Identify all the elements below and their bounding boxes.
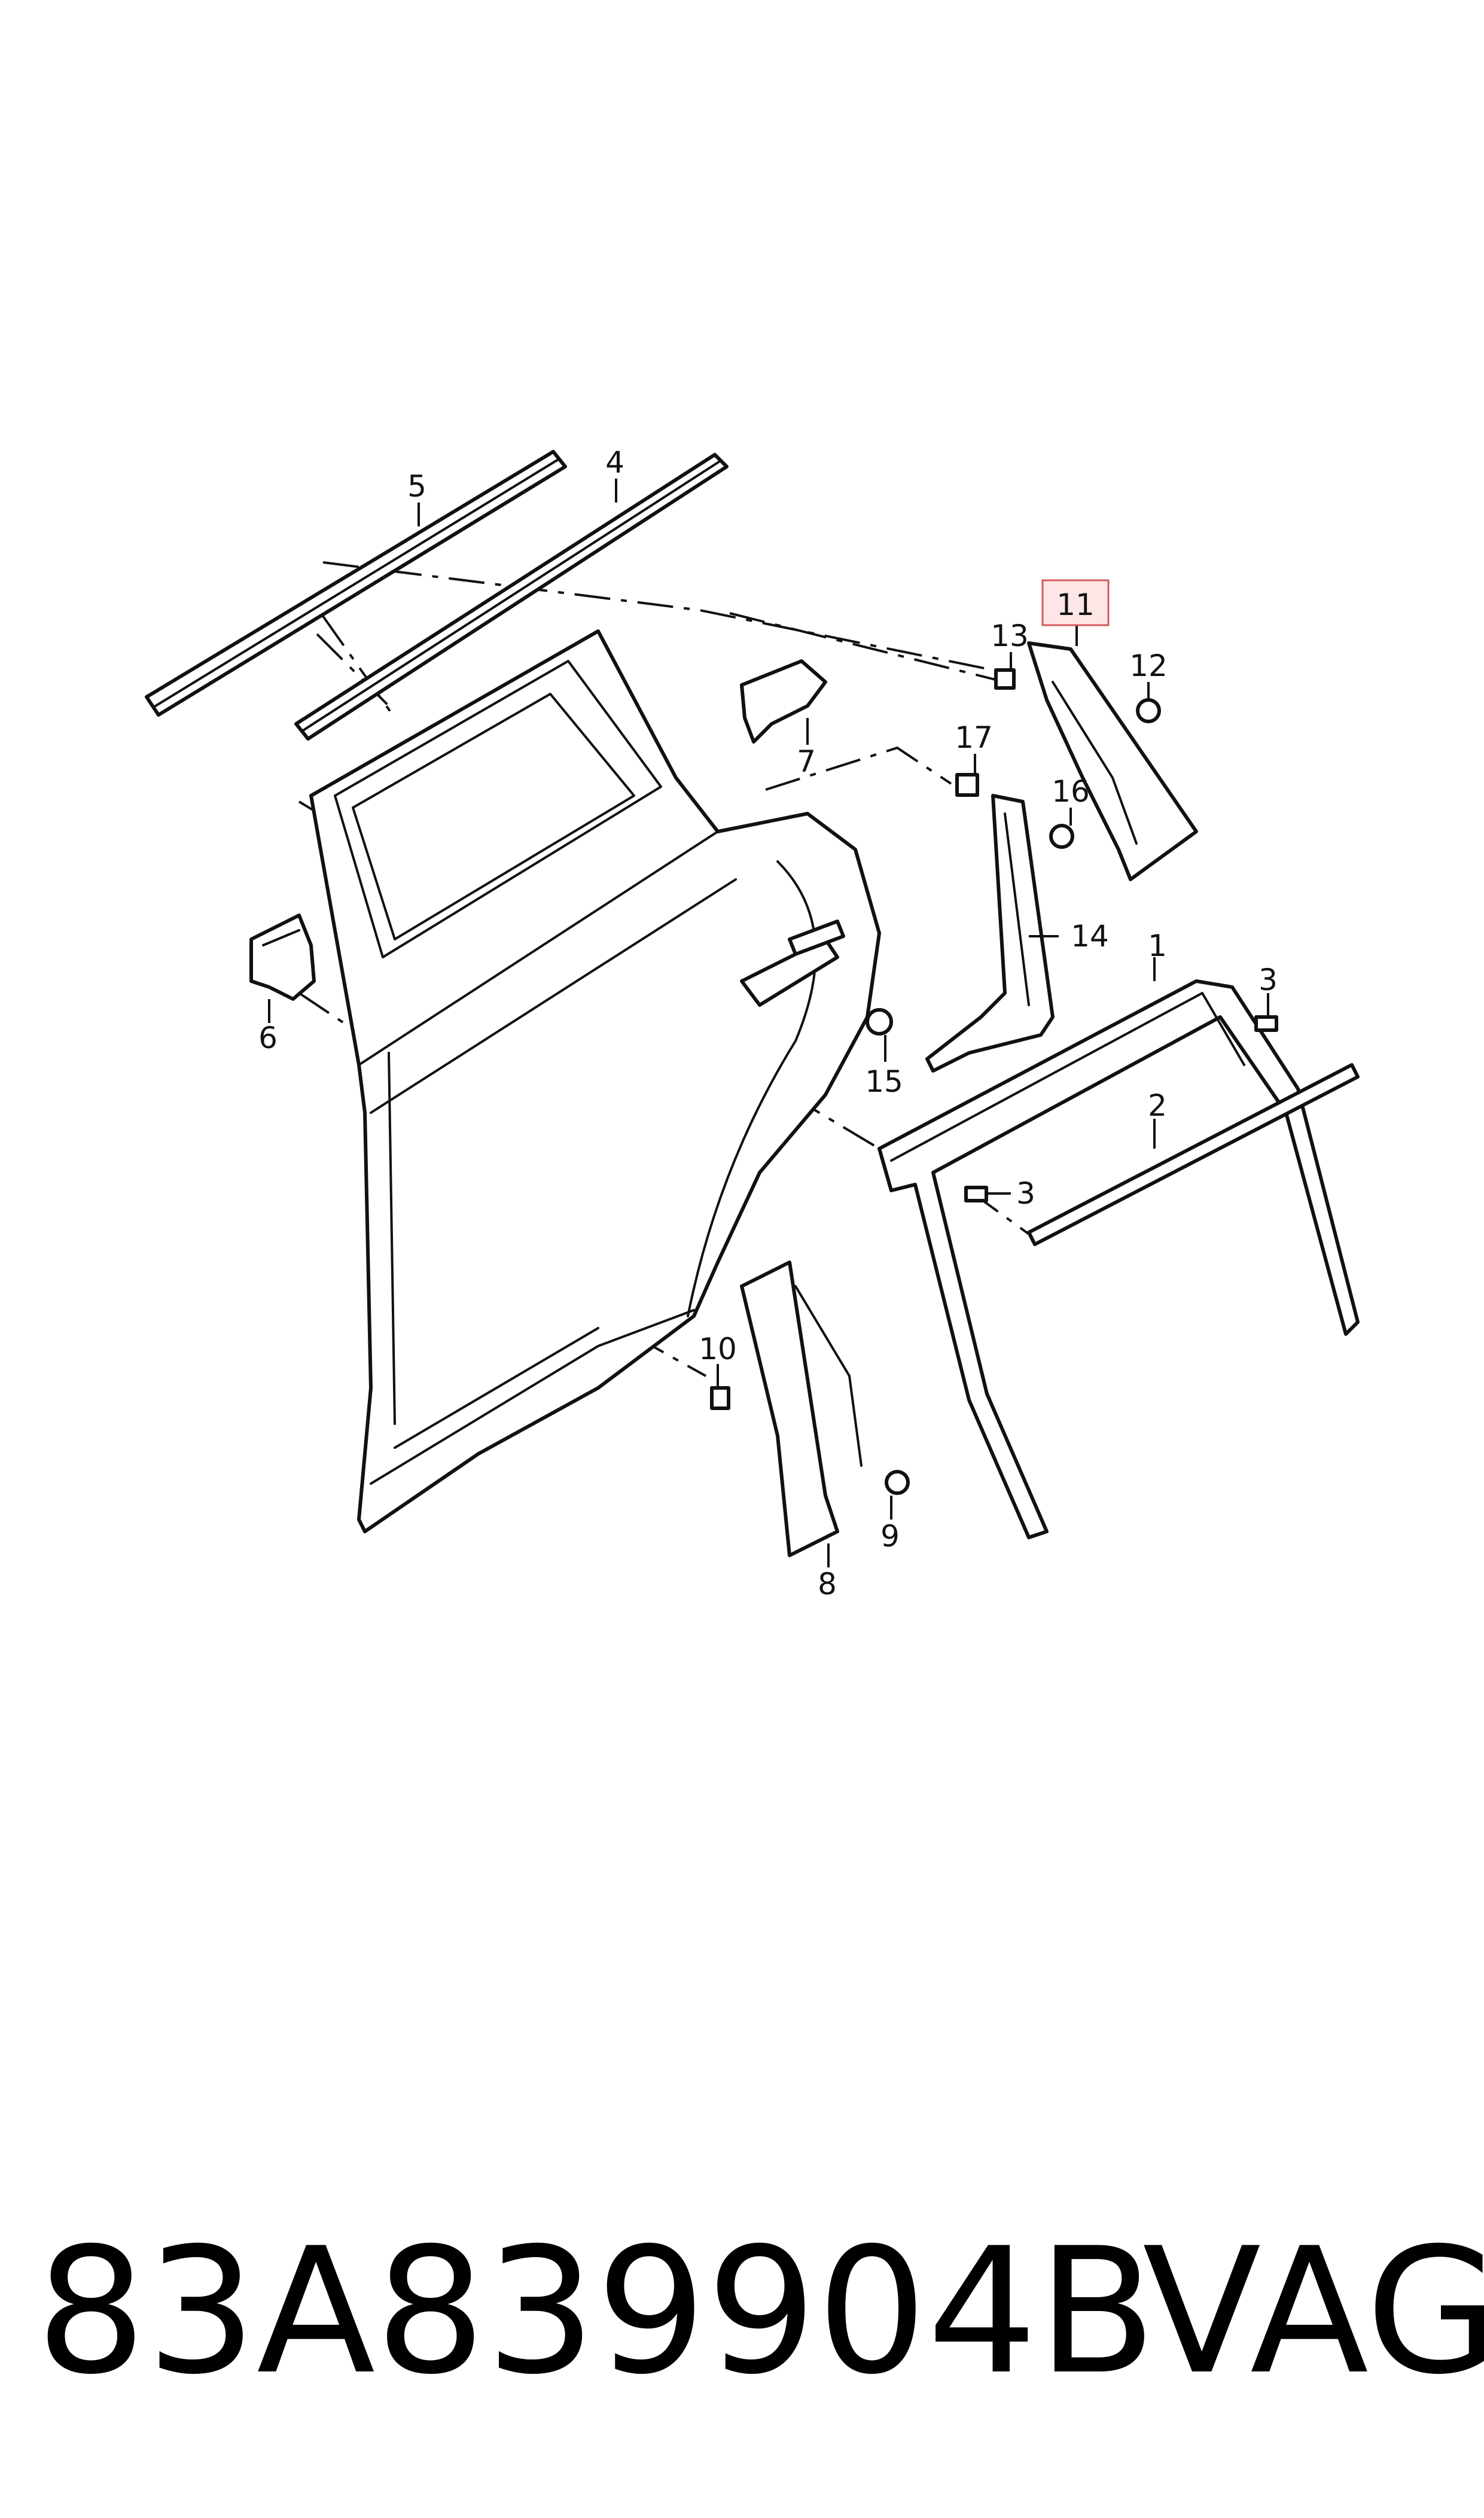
callout-1: 1 [1148,928,1167,963]
caption: 83A839904B VAG [36,2211,1484,2413]
part-6-bracket [249,914,316,1001]
part-2-glass-seal [1027,1063,1360,1246]
callout-labels: 1 2 3 3 4 5 6 7 8 9 10 11 12 13 14 15 16… [258,445,1278,1601]
leader-lines [268,479,1269,1567]
callout-6: 6 [258,1021,278,1055]
part-16-screw [1049,824,1074,849]
callout-3b: 3 [1016,1176,1035,1211]
callout-15: 15 [865,1064,903,1099]
callout-8: 8 [818,1567,837,1601]
callout-12: 12 [1129,648,1168,683]
part-3-clip-b [964,1186,988,1202]
callout-16: 16 [1052,774,1090,809]
callout-17: 17 [955,720,993,755]
part-7-trim-bracket [740,659,827,744]
callout-14: 14 [1071,919,1109,954]
part-14-trim-strip [925,794,1055,1073]
part-8-pillar-trim [740,1260,863,1557]
part-5-window-channel-strip [145,450,567,717]
callout-11: 11 [1056,587,1095,622]
callout-4: 4 [605,445,624,480]
callout-9: 9 [880,1519,900,1554]
part-11-trim-panel [1027,641,1198,881]
callout-13: 13 [991,619,1029,653]
part-number: 83A839904B [36,2211,1157,2413]
callout-5: 5 [407,469,426,504]
part-17-clip [955,773,979,797]
callout-11-highlight [1041,579,1110,626]
brand-label: VAG [1142,2211,1484,2413]
callout-3a: 3 [1258,963,1278,997]
callout-2: 2 [1148,1088,1167,1123]
rear-door-body [309,629,881,1533]
part-1-window-frame [877,979,1360,1539]
part-4-window-seal-strip [294,453,729,741]
part-10-clip [710,1386,730,1410]
callout-7: 7 [797,744,816,779]
part-15-screw [866,1008,893,1036]
part-3-clip-a [1254,1015,1278,1032]
part-9-screw [885,1470,910,1495]
part-12-screw [1136,698,1161,723]
callout-10: 10 [699,1332,737,1366]
part-13-clip [994,668,1016,690]
